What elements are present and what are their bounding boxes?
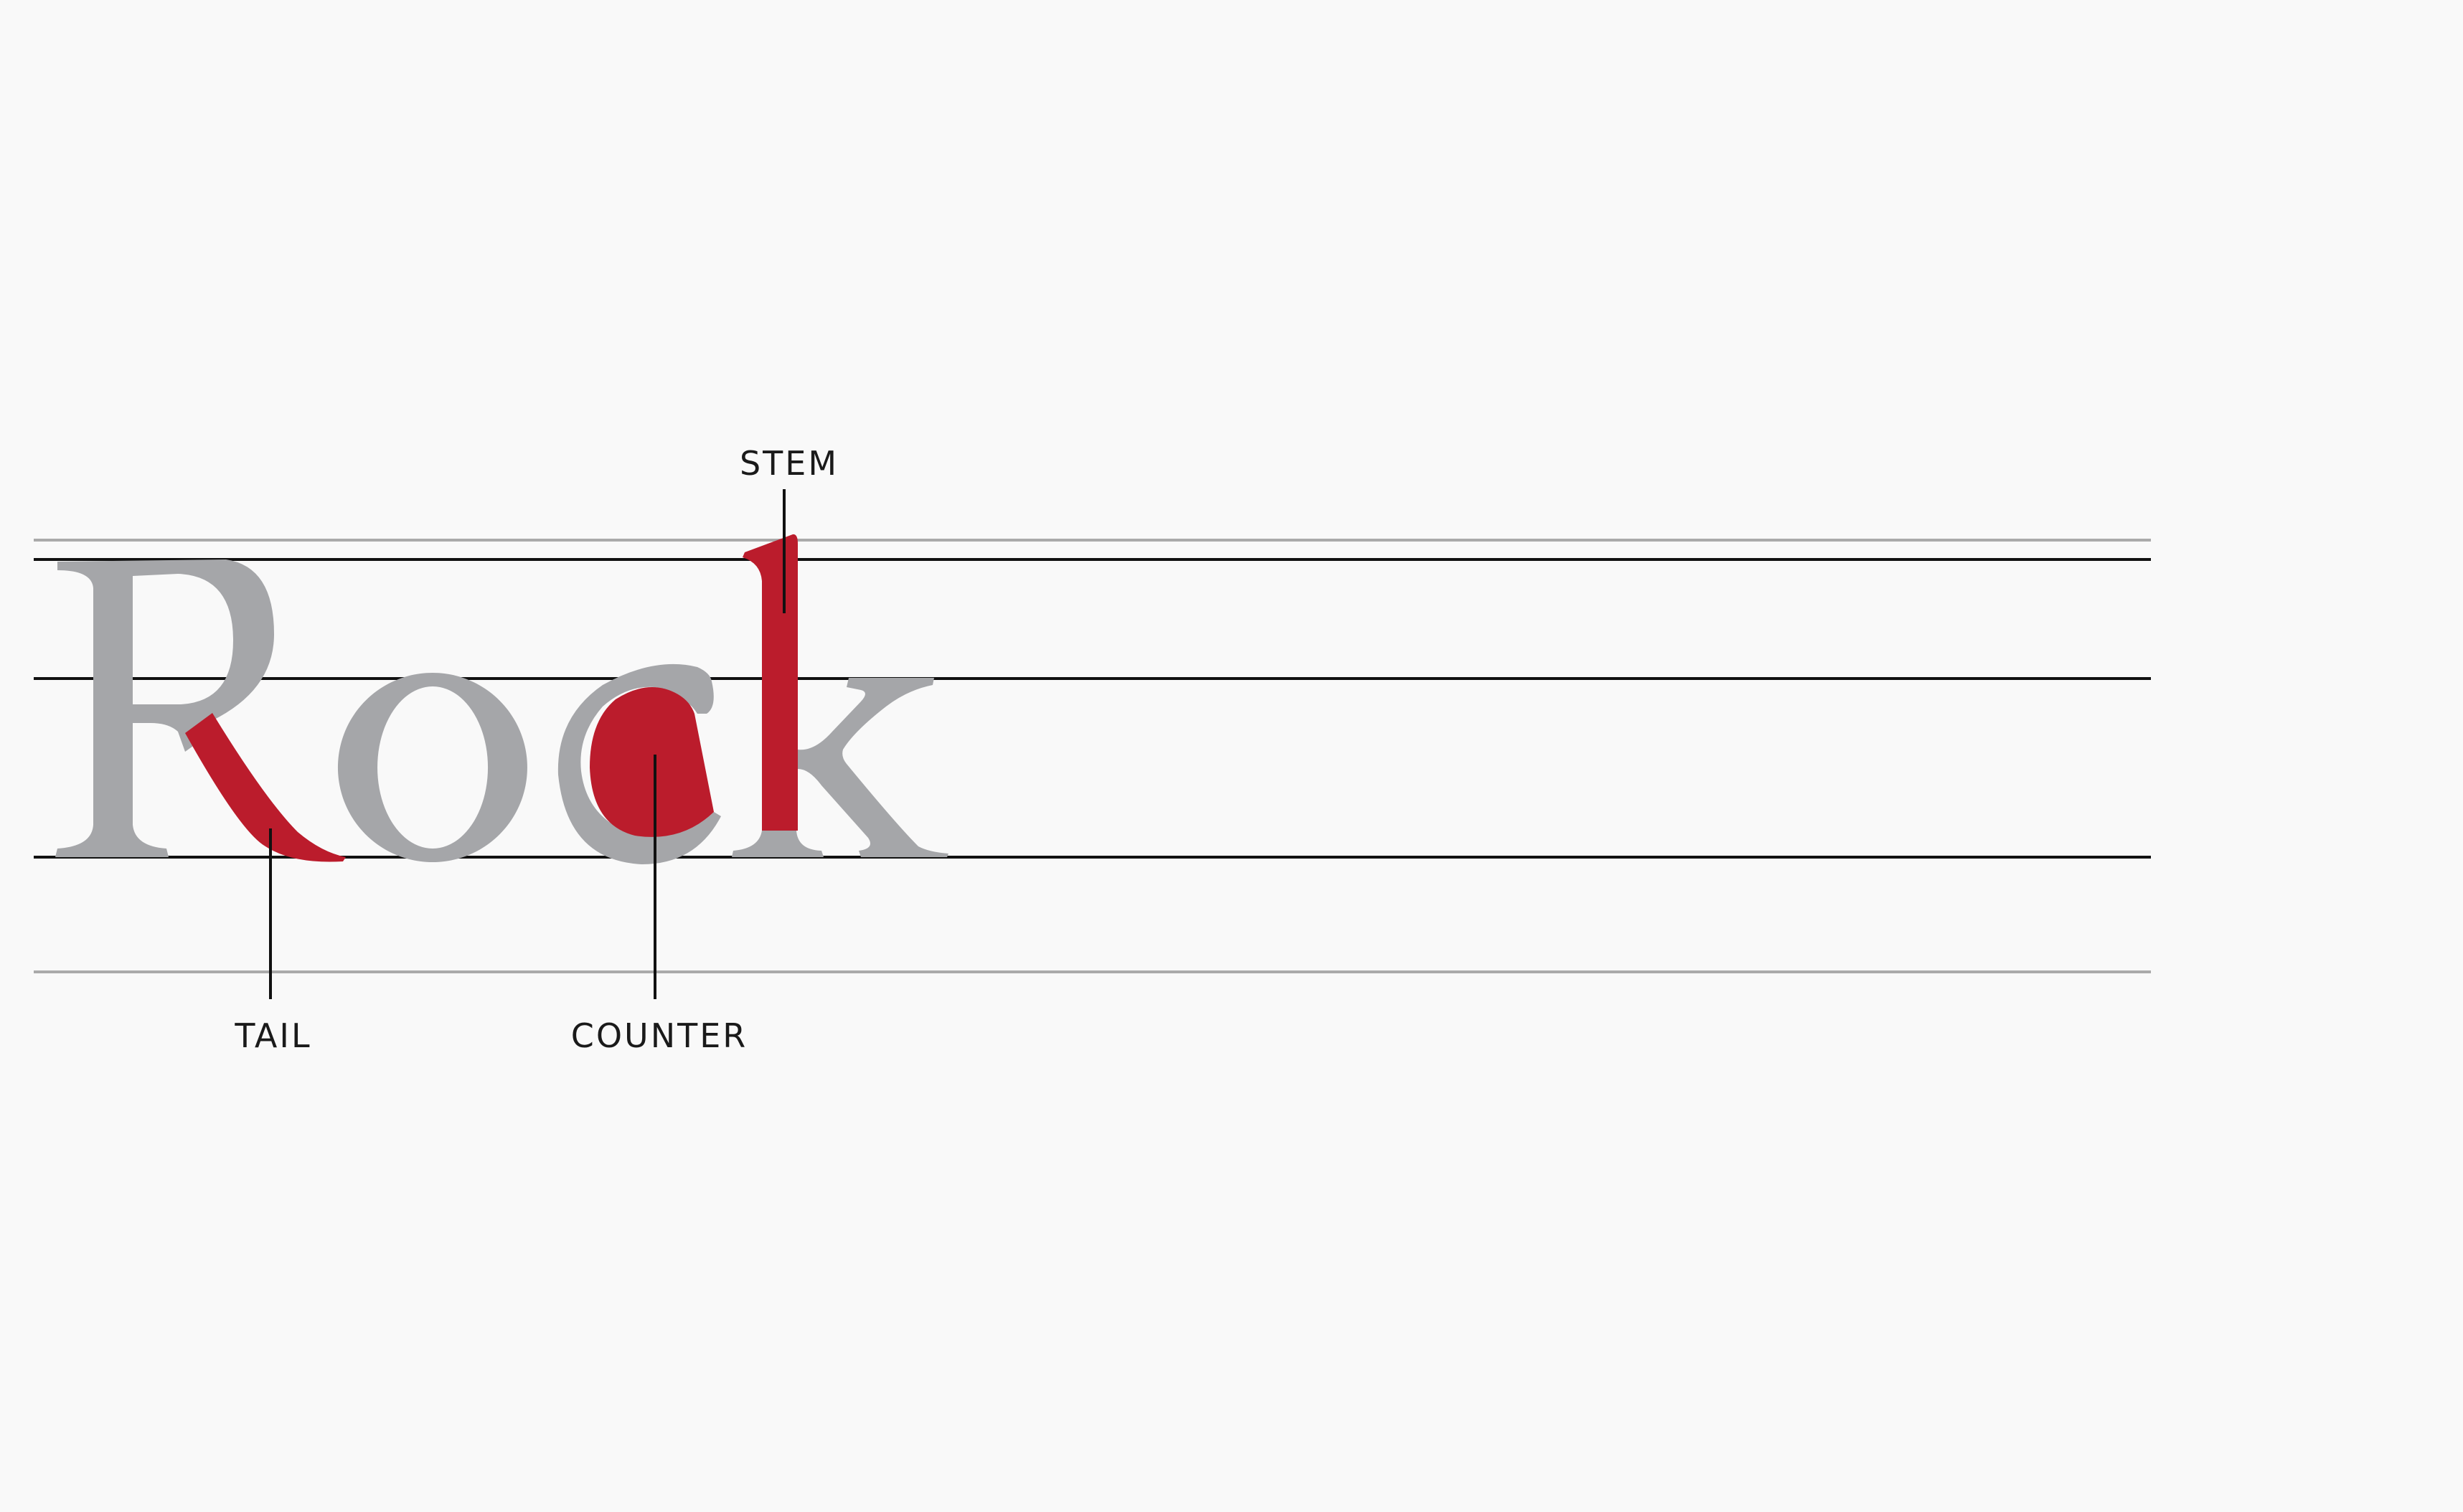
counter-label: COUNTER [571,1016,748,1055]
stem-highlight [743,534,798,831]
letter-c [557,663,721,864]
letter-r [55,559,346,862]
letter-r-body [55,559,274,857]
letter-c-body [557,663,721,864]
tail-highlight [185,713,346,862]
counter-highlight [590,687,714,837]
stem-label: STEM [740,444,839,483]
guidelines [34,539,2151,973]
letter-o-body [337,673,527,863]
letter-o [337,673,527,863]
leader-lines [269,489,786,999]
letter-k [732,534,948,857]
tail-label: TAIL [234,1016,311,1055]
